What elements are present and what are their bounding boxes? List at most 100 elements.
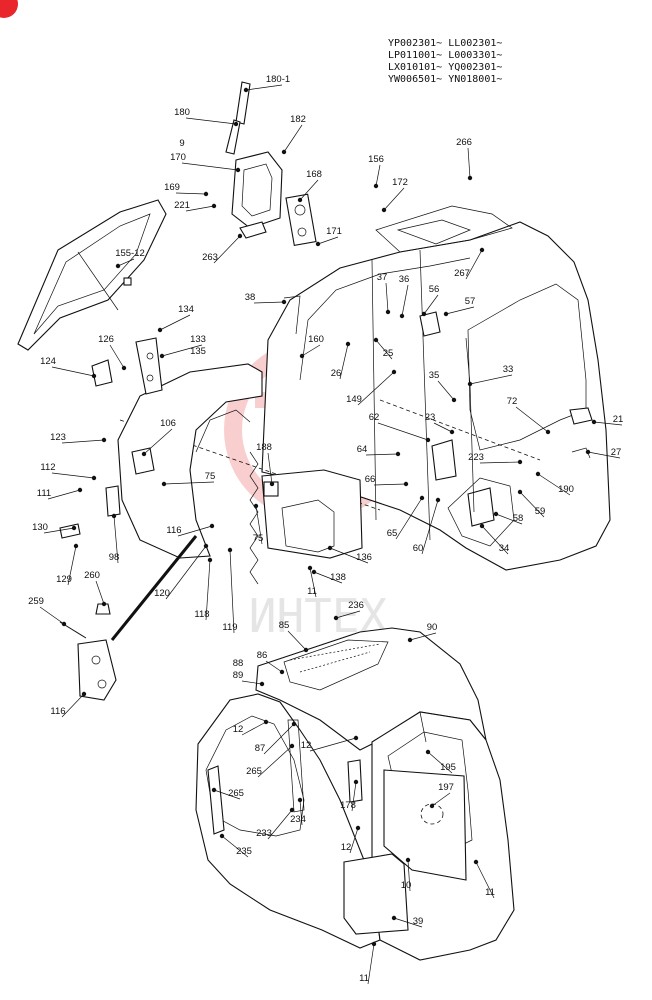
leader-line	[329, 547, 369, 564]
leader-bolt	[311, 569, 317, 575]
part-callout: 112	[40, 462, 55, 473]
leader-bolt	[281, 149, 287, 155]
leader-bolt	[425, 749, 431, 755]
leader-line	[109, 344, 125, 369]
leader-line	[165, 545, 207, 600]
part-callout: 160	[308, 334, 324, 345]
leader-line	[475, 861, 495, 899]
part-callout: 116	[166, 525, 181, 536]
leader-bolt	[353, 735, 359, 741]
leader-bolt	[81, 691, 87, 697]
leader-line	[257, 745, 293, 778]
leader-bolt	[291, 721, 297, 727]
leader-bolt	[517, 489, 523, 495]
leader-line	[437, 380, 455, 401]
part-callout: 138	[330, 572, 346, 583]
serial-range-line: LP011001~ L0003301~	[388, 50, 502, 61]
leader-line	[229, 549, 235, 634]
leader-line	[593, 421, 623, 426]
leader-bolt	[355, 825, 361, 831]
cab-frame-lower	[195, 693, 515, 961]
part-callout: 25	[383, 348, 394, 359]
leader-line	[335, 610, 361, 619]
part-callout: 10	[401, 880, 412, 891]
leader-bolt	[451, 397, 457, 403]
leader-line	[181, 162, 239, 171]
part-callout: 172	[392, 177, 408, 188]
leader-bolt	[381, 207, 387, 213]
leader-line	[339, 343, 349, 380]
part-callout: 180-1	[266, 74, 290, 85]
part-callout: 26	[331, 368, 342, 379]
leader-bolt	[299, 353, 305, 359]
part-callout: 39	[413, 916, 424, 927]
leader-line	[245, 84, 283, 91]
leader-bolt	[279, 669, 285, 675]
leader-line	[267, 809, 293, 840]
leader-bolt	[209, 523, 215, 529]
leader-line	[537, 473, 571, 496]
leader-bolt	[353, 779, 359, 785]
leader-line	[299, 179, 319, 201]
part-callout: 89	[233, 670, 244, 681]
wiper-arm	[225, 81, 251, 155]
leader-bolt	[157, 327, 163, 333]
part-callout: 60	[413, 543, 424, 554]
part-callout: 188	[256, 442, 272, 453]
serial-range-line: YW006501~ YN018001~	[388, 74, 502, 85]
leader-bolt	[429, 803, 435, 809]
leader-bolt	[307, 565, 313, 571]
part-callout: 266	[456, 137, 472, 148]
leader-bolt	[407, 637, 413, 643]
leader-line	[421, 499, 439, 555]
part-callout: 35	[429, 370, 440, 381]
wiper-motor-bracket	[231, 151, 317, 247]
leader-bolt	[303, 647, 309, 653]
part-callout: 34	[499, 543, 510, 554]
part-callout: 124	[40, 356, 56, 367]
part-callout: 12	[233, 724, 244, 735]
part-callout: 12	[341, 842, 352, 853]
leader-lines	[39, 84, 623, 985]
leader-line	[283, 124, 303, 153]
part-callout: 156	[368, 154, 384, 165]
leader-bolt	[473, 859, 479, 865]
part-callout: 155-12	[115, 248, 145, 259]
serial-range-line: YP002301~ LL002301~	[388, 38, 502, 49]
leader-bolt	[161, 481, 167, 487]
part-callout: 12	[301, 740, 312, 751]
leader-bolt	[535, 471, 541, 477]
corner-badge	[0, 0, 18, 18]
part-callout: 11	[485, 887, 495, 898]
leader-line	[395, 497, 423, 540]
leader-bolt	[371, 941, 377, 947]
leader-line	[185, 205, 215, 212]
part-callout: 136	[356, 552, 372, 563]
leader-line	[255, 505, 263, 545]
leader-line	[299, 799, 303, 826]
part-callout: 111	[37, 488, 51, 499]
part-callout: 56	[429, 284, 440, 295]
part-callout: 11	[307, 586, 317, 597]
part-callout: 134	[178, 304, 194, 315]
leader-line	[177, 525, 213, 537]
leader-line	[309, 567, 317, 598]
part-callout: 9	[179, 138, 184, 149]
part-callout: 86	[257, 650, 268, 661]
part-callout: 66	[365, 474, 376, 485]
leader-line	[263, 723, 295, 755]
leader-bolt	[203, 543, 209, 549]
leader-line	[317, 236, 339, 245]
part-callout: 90	[427, 622, 438, 633]
leader-bolt	[591, 419, 597, 425]
part-callout: 21	[613, 414, 624, 425]
leader-line	[383, 187, 405, 211]
leader-bolt	[243, 87, 249, 93]
leader-bolt	[227, 547, 233, 553]
leader-bolt	[121, 365, 127, 371]
leader-bolt	[297, 797, 303, 803]
part-callout: 87	[255, 743, 266, 754]
leader-line	[213, 789, 241, 800]
leader-bolt	[253, 503, 259, 509]
latch-assembly	[59, 337, 163, 539]
